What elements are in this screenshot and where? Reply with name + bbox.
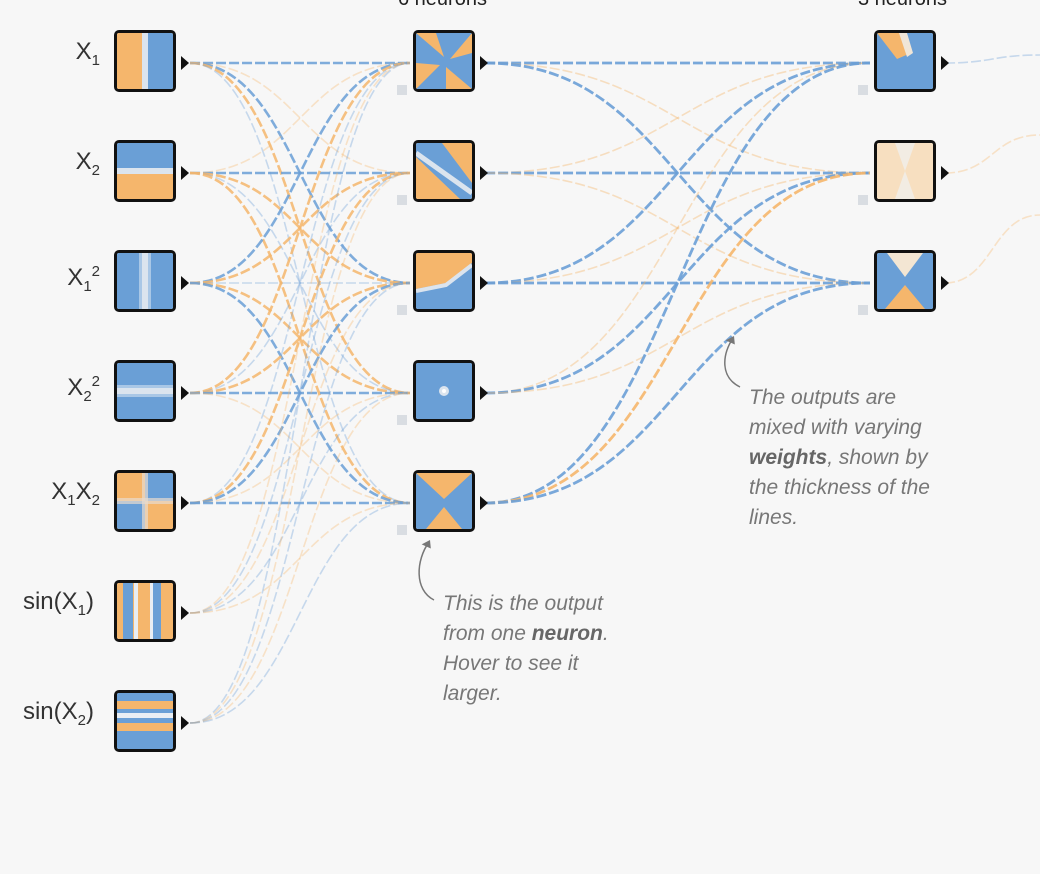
link-hidden1-4-hidden2-1[interactable] <box>484 62 871 394</box>
hidden2-bias-2[interactable] <box>858 195 868 205</box>
input-node-x1-squared[interactable] <box>114 250 176 312</box>
neuron-annotation-arrowhead <box>421 540 431 549</box>
weights-annotation: The outputs are mixed with varying weigh… <box>749 386 930 529</box>
input-node-x1[interactable] <box>114 30 176 92</box>
hidden2-bias-1[interactable] <box>858 85 868 95</box>
hidden1-node-arrow-4 <box>480 386 488 400</box>
link-input5-hidden1-4[interactable] <box>189 392 411 504</box>
hidden1-neuron-1[interactable] <box>413 30 475 92</box>
link-hidden1-4-hidden2-2[interactable] <box>484 171 871 395</box>
input-node-arrow-6 <box>181 606 189 620</box>
hidden1-node-arrow-2 <box>480 166 488 180</box>
link-hidden1-5-hidden2-2[interactable] <box>484 171 871 505</box>
hidden1-neuron-5[interactable] <box>413 470 475 532</box>
hidden2-neuron-2[interactable] <box>874 140 936 202</box>
hidden1-neuron-2[interactable] <box>413 140 475 202</box>
neuron-annotation-arrow <box>418 541 435 601</box>
hidden2-node-arrow-2 <box>941 166 949 180</box>
hidden1-node-arrow-1 <box>480 56 488 70</box>
link-input7-hidden1-1[interactable] <box>189 62 411 724</box>
link-input5-hidden1-3[interactable] <box>189 281 411 505</box>
feature-label-x1: X1 <box>75 38 100 69</box>
hidden1-bias-4[interactable] <box>397 415 407 425</box>
link-input7-hidden1-4[interactable] <box>189 392 411 724</box>
link-input7-hidden1-2[interactable] <box>189 172 411 724</box>
link-input6-hidden1-5[interactable] <box>189 502 411 614</box>
input-node-arrow-1 <box>181 56 189 70</box>
link-hidden1-3-hidden2-2[interactable] <box>484 172 871 284</box>
link-hidden1-3-hidden2-1[interactable] <box>484 61 871 285</box>
feature-label-x2-squared: X22 <box>67 373 100 405</box>
input-node-arrow-5 <box>181 496 189 510</box>
link-hidden2-3-next[interactable] <box>944 214 1040 284</box>
layer1-header: 6 neurons <box>398 0 487 11</box>
weights-annotation-arrowhead <box>725 336 735 345</box>
weights-annotation-arrow <box>724 337 741 388</box>
hidden2-neuron-3[interactable] <box>874 250 936 312</box>
link-input6-hidden1-1[interactable] <box>189 62 411 614</box>
link-hidden2-1-next[interactable] <box>944 54 1040 64</box>
link-input6-hidden1-4[interactable] <box>189 392 411 614</box>
neuron-annotation: This is the output from one neuron. Hove… <box>443 592 609 705</box>
link-hidden1-2-hidden2-1[interactable] <box>484 62 871 174</box>
layer2-header: 3 neurons <box>858 0 947 11</box>
link-hidden1-1-hidden2-2[interactable] <box>484 62 871 174</box>
hidden1-bias-5[interactable] <box>397 525 407 535</box>
input-node-arrow-7 <box>181 716 189 730</box>
link-input6-hidden1-3[interactable] <box>189 282 411 614</box>
feature-label-sin-x1: sin(X1) <box>22 588 94 619</box>
input-node-x2-squared[interactable] <box>114 360 176 422</box>
hidden1-bias-1[interactable] <box>397 85 407 95</box>
hidden2-node-arrow-1 <box>941 56 949 70</box>
link-input4-hidden1-5[interactable] <box>189 392 411 504</box>
link-input7-hidden1-5[interactable] <box>189 502 411 724</box>
link-input2-hidden1-3[interactable] <box>189 171 411 285</box>
input-node-x2[interactable] <box>114 140 176 202</box>
input-node-x1x2[interactable] <box>114 470 176 532</box>
link-input3-hidden1-1[interactable] <box>189 61 411 285</box>
feature-label-x1x2: X1X2 <box>51 478 100 509</box>
link-hidden1-2-hidden2-3[interactable] <box>484 172 871 284</box>
hidden1-neuron-3[interactable] <box>413 250 475 312</box>
link-hidden1-5-hidden2-3[interactable] <box>484 281 871 505</box>
feature-label-x1-squared: X12 <box>67 263 100 295</box>
hidden1-neuron-4[interactable] <box>413 360 475 422</box>
link-input4-hidden1-1[interactable] <box>189 61 411 395</box>
feature-label-sin-x2: sin(X2) <box>22 698 94 729</box>
hidden1-node-arrow-5 <box>480 496 488 510</box>
link-input2-hidden1-4[interactable] <box>189 172 411 394</box>
hidden1-bias-2[interactable] <box>397 195 407 205</box>
input-node-arrow-3 <box>181 276 189 290</box>
input-node-sin-x2[interactable] <box>114 690 176 752</box>
hidden1-bias-3[interactable] <box>397 305 407 315</box>
hidden2-node-arrow-3 <box>941 276 949 290</box>
hidden2-bias-3[interactable] <box>858 305 868 315</box>
link-input5-hidden1-2[interactable] <box>189 171 411 505</box>
link-input2-hidden1-1[interactable] <box>189 62 411 174</box>
link-input1-hidden1-2[interactable] <box>189 62 411 174</box>
input-node-sin-x1[interactable] <box>114 580 176 642</box>
input-node-arrow-2 <box>181 166 189 180</box>
link-hidden1-5-hidden2-1[interactable] <box>484 61 871 505</box>
link-input3-hidden1-4[interactable] <box>189 281 411 395</box>
input-node-arrow-4 <box>181 386 189 400</box>
hidden2-neuron-1[interactable] <box>874 30 936 92</box>
link-input3-hidden1-2[interactable] <box>189 171 411 285</box>
link-hidden2-2-next[interactable] <box>944 134 1040 174</box>
hidden1-node-arrow-3 <box>480 276 488 290</box>
link-input4-hidden1-2[interactable] <box>189 172 411 394</box>
feature-label-x2: X2 <box>75 148 100 179</box>
link-input4-hidden1-3[interactable] <box>189 281 411 395</box>
